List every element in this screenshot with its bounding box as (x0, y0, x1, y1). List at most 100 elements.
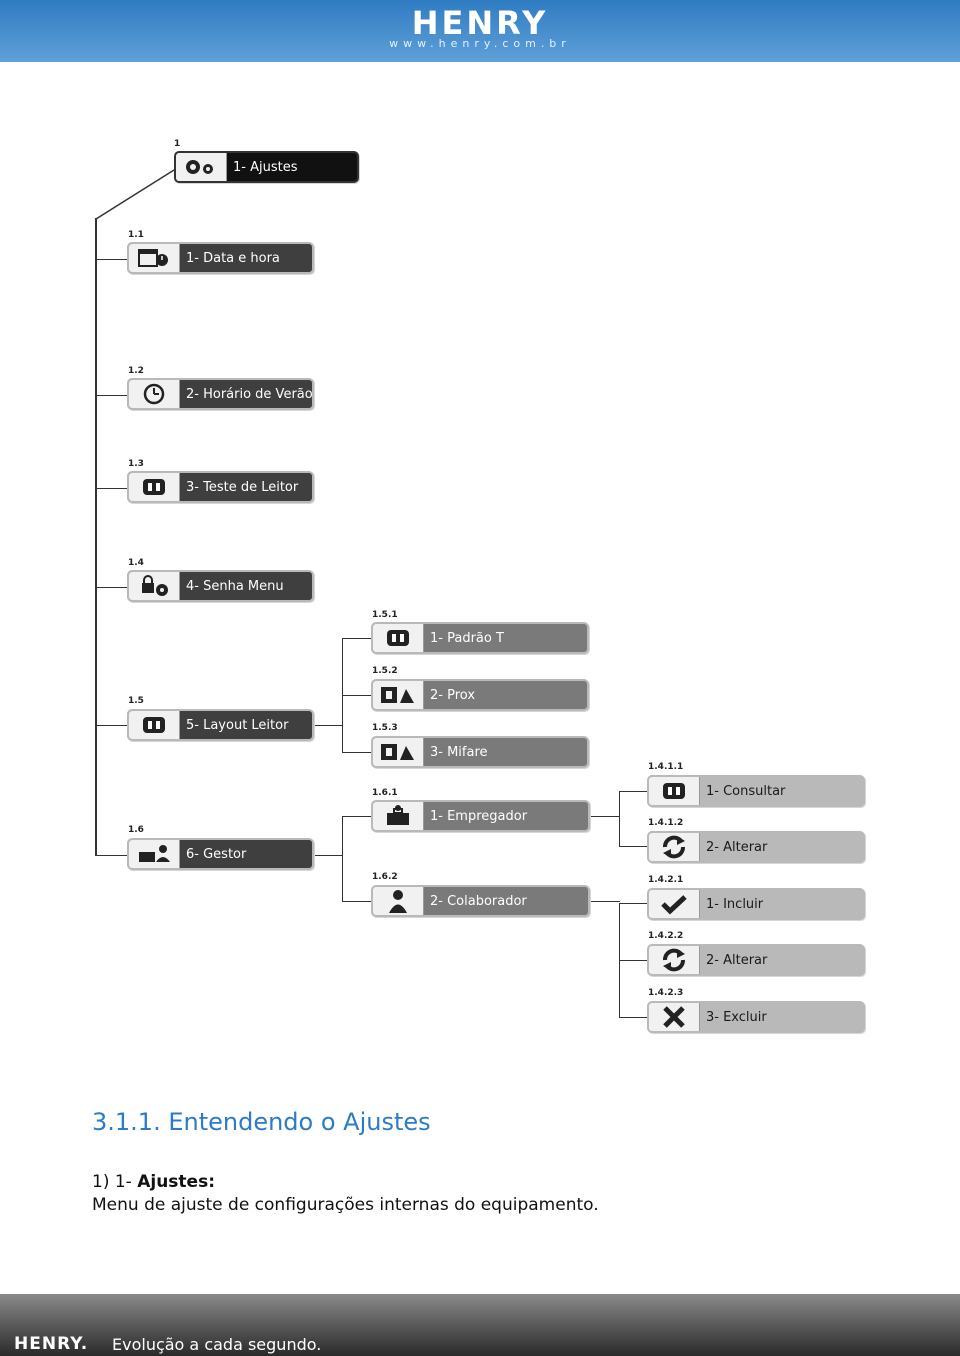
card-reader-icon (129, 711, 180, 739)
branch-line (96, 587, 128, 588)
branch-line (96, 395, 128, 396)
node-code: 1.3 (128, 459, 144, 469)
node-code: 1.5.3 (372, 723, 398, 733)
node-label: 1- Empregador (430, 808, 528, 824)
card-reader-icon (373, 624, 424, 652)
node-label: 2- Prox (430, 687, 476, 703)
menu-node-consultar: 1- Consultar (647, 775, 865, 807)
menu-node-colaborador: 2- Colaborador (371, 885, 590, 917)
node-label: 6- Gestor (186, 846, 247, 862)
node-label: 4- Senha Menu (186, 578, 284, 594)
node-label: 2- Alterar (706, 952, 768, 968)
node-label: 1- Incluir (706, 896, 764, 912)
check-icon (649, 890, 700, 918)
menu-tree-diagram: 1 1- Ajustes 1.1 1- Data e hora 1.2 2- H… (95, 139, 865, 1033)
clock-icon (129, 380, 180, 408)
node-code: 1.6.2 (372, 872, 398, 882)
refresh-icon (649, 833, 700, 861)
node-label: 1- Data e hora (186, 250, 280, 266)
menu-node-gestor: 6- Gestor (127, 838, 314, 870)
tree-trunk-line (95, 218, 97, 856)
node-label: 3- Excluir (706, 1009, 767, 1025)
branch-line (342, 816, 372, 817)
brand-url: www.henry.com.br (389, 37, 571, 50)
proximity-card-icon (373, 681, 424, 709)
footer-brand-logo: HENRY. (14, 1334, 89, 1354)
section-heading: 3.1.1. Entendendo o Ajustes (92, 1108, 431, 1136)
item-title: Ajustes: (137, 1172, 215, 1192)
node-code: 1.5.1 (372, 610, 398, 620)
lock-gear-icon (129, 572, 180, 600)
item-line: 1) 1- Ajustes: (92, 1172, 215, 1192)
branch-line (96, 855, 128, 856)
node-code: 1.4.1.2 (648, 818, 684, 828)
node-label: 1- Padrão T (430, 630, 504, 646)
x-icon (649, 1003, 700, 1031)
root-connector (95, 169, 175, 220)
employer-icon (373, 802, 424, 830)
calendar-clock-icon (129, 244, 180, 272)
menu-node-data-e-hora: 1- Data e hora (127, 242, 314, 274)
node-code: 1.5.2 (372, 666, 398, 676)
branch-line (619, 791, 620, 847)
branch-line (342, 752, 372, 753)
branch-line (342, 638, 372, 639)
brand-logo: HENRY (411, 4, 549, 42)
branch-line (313, 725, 343, 726)
proximity-card-icon (373, 738, 424, 766)
branch-line (342, 816, 343, 902)
footer-slogan: Evolução a cada segundo. (112, 1335, 322, 1354)
menu-node-alterar-2: 2- Alterar (647, 944, 865, 976)
item-description: Menu de ajuste de configurações internas… (92, 1195, 599, 1215)
node-code: 1.4.2.3 (648, 988, 684, 998)
branch-line (619, 960, 648, 961)
person-icon (373, 887, 424, 915)
item-prefix: 1) 1- (92, 1172, 138, 1192)
manager-icon (129, 840, 180, 868)
branch-line (96, 259, 128, 260)
refresh-icon (649, 946, 700, 974)
branch-line (96, 488, 128, 489)
menu-node-empregador: 1- Empregador (371, 800, 590, 832)
node-code: 1.4.1.1 (648, 762, 684, 772)
branch-line (590, 901, 620, 902)
menu-node-horario-de-verao: 2- Horário de Verão (127, 378, 314, 410)
node-code: 1 (174, 139, 181, 149)
node-code: 1.2 (128, 366, 144, 376)
branch-line (619, 903, 648, 904)
branch-line (619, 1017, 648, 1018)
gears-icon (176, 153, 227, 181)
node-code: 1.4.2.2 (648, 931, 684, 941)
node-label: 2- Horário de Verão (186, 386, 313, 402)
node-code: 1.4 (128, 558, 144, 568)
branch-line (342, 695, 372, 696)
menu-node-layout-leitor: 5- Layout Leitor (127, 709, 314, 741)
menu-node-padrao-t: 1- Padrão T (371, 622, 589, 654)
card-reader-icon (649, 777, 700, 805)
branch-line (342, 901, 372, 902)
menu-node-teste-de-leitor: 3- Teste de Leitor (127, 471, 314, 503)
menu-node-ajustes: 1- Ajustes (174, 151, 359, 183)
node-label: 3- Mifare (430, 744, 488, 760)
footer-bar (0, 1294, 960, 1356)
node-code: 1.5 (128, 696, 144, 706)
branch-line (313, 855, 343, 856)
node-label: 1- Ajustes (233, 159, 298, 175)
node-code: 1.1 (128, 230, 144, 240)
branch-line (96, 725, 128, 726)
node-label: 2- Alterar (706, 839, 768, 855)
menu-node-prox: 2- Prox (371, 679, 589, 711)
branch-line (590, 816, 620, 817)
node-label: 2- Colaborador (430, 893, 527, 909)
node-code: 1.6.1 (372, 788, 398, 798)
menu-node-senha-menu: 4- Senha Menu (127, 570, 314, 602)
node-label: 1- Consultar (706, 783, 786, 799)
menu-node-excluir: 3- Excluir (647, 1001, 865, 1033)
branch-line (619, 846, 648, 847)
node-code: 1.4.2.1 (648, 875, 684, 885)
menu-node-incluir: 1- Incluir (647, 888, 865, 920)
header-bar (0, 0, 960, 62)
menu-node-mifare: 3- Mifare (371, 736, 589, 768)
branch-line (619, 791, 648, 792)
node-label: 5- Layout Leitor (186, 717, 289, 733)
